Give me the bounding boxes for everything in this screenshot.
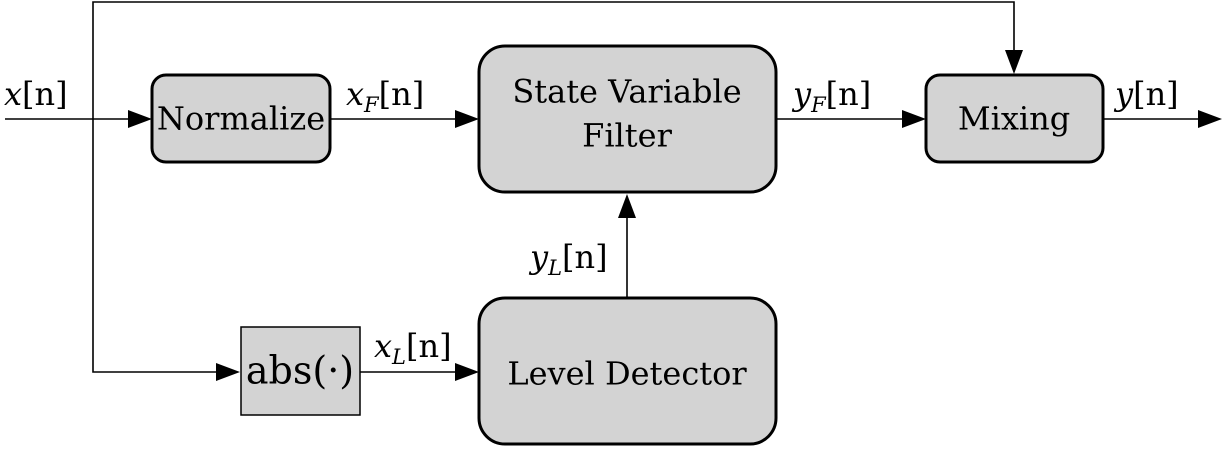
- state-variable-filter-block: State Variable Filter: [477, 44, 778, 194]
- normalize-label: Normalize: [157, 100, 325, 138]
- signal-filter-output-label: yF[n]: [791, 75, 871, 117]
- level-detector-label: Level Detector: [507, 355, 747, 393]
- mixing-label: Mixing: [958, 100, 1070, 138]
- normalize-block: Normalize: [150, 73, 332, 164]
- arrowhead-mixing-in: [902, 110, 926, 128]
- signal-level-input-label: xL[n]: [374, 327, 452, 369]
- abs-block: abs(·): [240, 326, 361, 416]
- arrowhead-level-in: [455, 363, 479, 381]
- signal-level-output-label: yL[n]: [528, 238, 608, 280]
- abs-label: abs(·): [246, 349, 354, 393]
- dry-signal-wire: [92, 1, 1015, 119]
- signal-input-label: x[n]: [4, 75, 68, 113]
- arrowhead-abs-in: [216, 363, 240, 381]
- svf-label-line1: State Variable: [512, 73, 741, 111]
- arrowhead-svf-in: [455, 110, 479, 128]
- svf-label-line2: Filter: [582, 117, 672, 155]
- arrowhead-normalize-in: [128, 110, 152, 128]
- signal-output-label: y[n]: [1113, 75, 1179, 113]
- level-branch-wire: [92, 119, 216, 373]
- arrowhead-svf-bottom: [618, 194, 636, 218]
- signal-filter-input-label: xF[n]: [346, 75, 424, 117]
- arrowhead-output: [1198, 110, 1222, 128]
- mixing-block: Mixing: [924, 73, 1105, 164]
- level-detector-block: Level Detector: [477, 296, 778, 446]
- arrowhead-mixing-top: [1005, 50, 1023, 74]
